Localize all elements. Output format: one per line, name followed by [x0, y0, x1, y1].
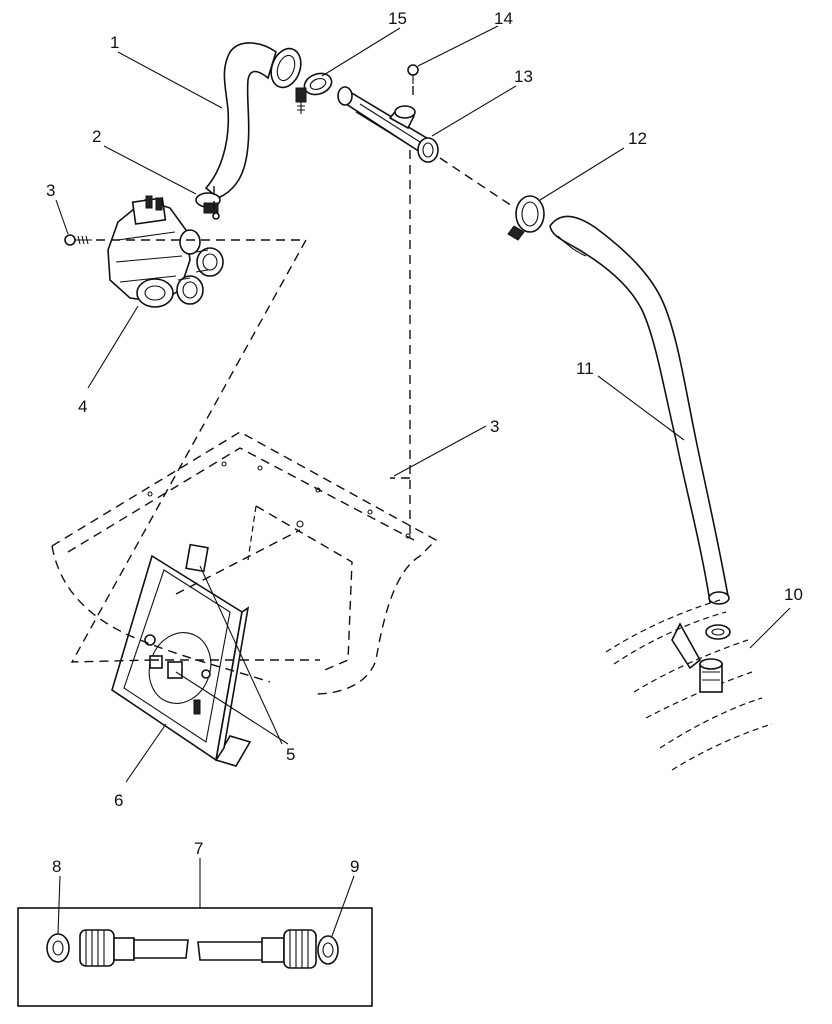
callout-15: 15 [388, 9, 407, 28]
callout-labels: 1 2 3 3 4 5 6 7 8 9 10 11 12 13 14 15 [46, 9, 803, 876]
part-11-hose [549, 215, 730, 605]
callout-5: 5 [286, 745, 295, 764]
part-7-fill-hose-kit [17, 907, 373, 1007]
callout-11: 11 [576, 359, 594, 378]
callout-4: 4 [78, 397, 87, 416]
callout-6: 6 [114, 791, 123, 810]
cabinet-top-phantom [51, 431, 438, 695]
callout-10: 10 [784, 585, 803, 604]
part-13-tee [337, 86, 439, 163]
leader-lines [55, 25, 791, 937]
callout-12: 12 [628, 129, 647, 148]
part-4-water-valve [107, 195, 224, 308]
callout-2: 2 [92, 127, 101, 146]
part-10-tub-inlet [605, 599, 773, 771]
part-15-clamp [295, 72, 333, 114]
part-12-clamp [507, 195, 545, 241]
part-6-bracket [111, 543, 252, 767]
callout-3-left: 3 [46, 181, 55, 200]
part-2-clamp [195, 192, 221, 220]
part-14-screw [407, 64, 419, 84]
callout-9: 9 [350, 857, 359, 876]
part-3-screw-left [64, 234, 92, 246]
callout-13: 13 [514, 67, 533, 86]
part-1-hose [204, 42, 302, 199]
callout-7: 7 [194, 839, 203, 858]
callout-8: 8 [52, 857, 61, 876]
callout-14: 14 [494, 9, 513, 28]
assembly-dashed-lines [70, 86, 513, 663]
callout-3-right: 3 [490, 417, 499, 436]
callout-1: 1 [110, 33, 119, 52]
